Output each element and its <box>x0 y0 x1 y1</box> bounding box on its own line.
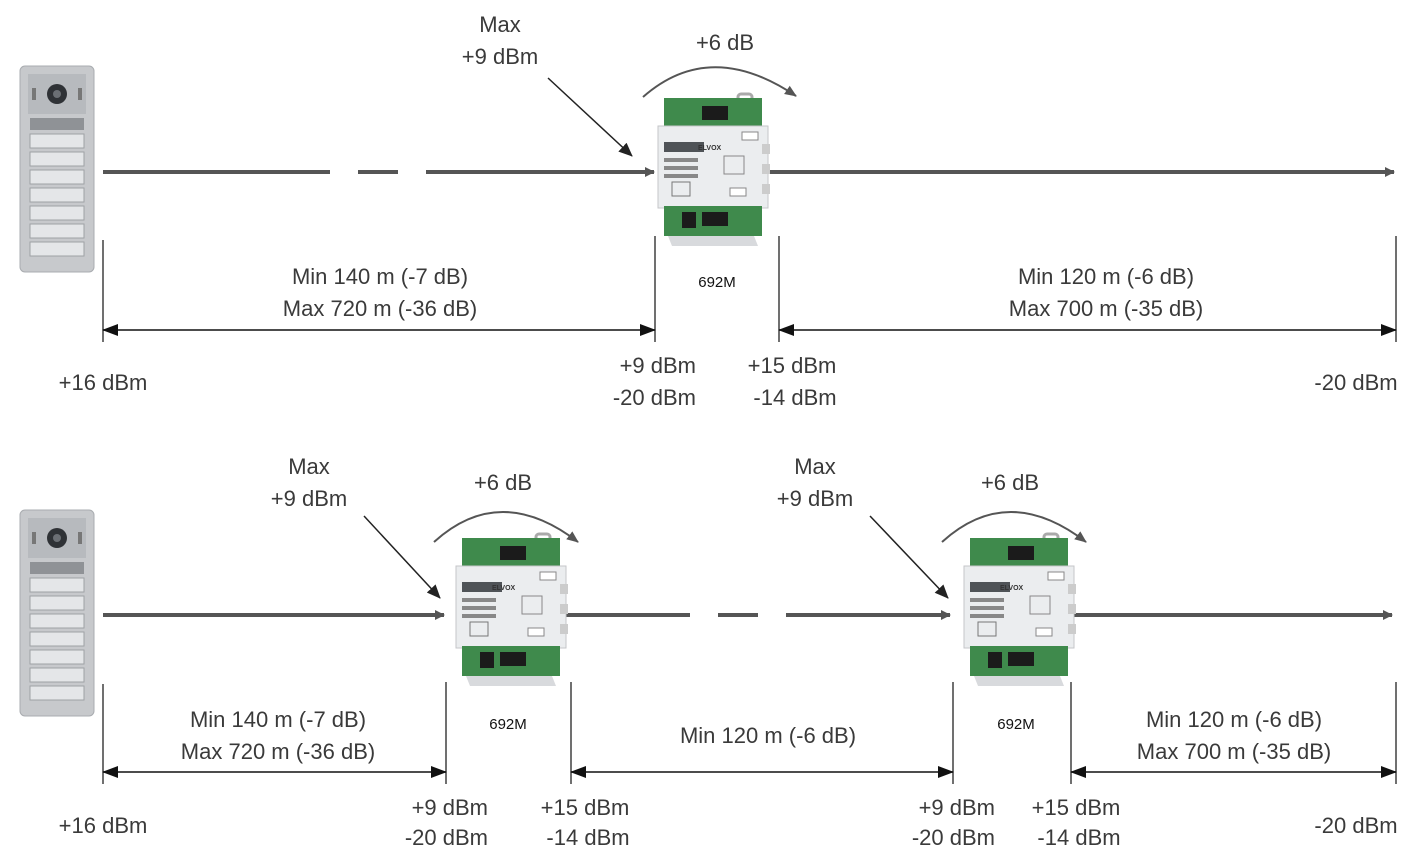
gain-arc <box>433 511 579 543</box>
segment-max-length: Max 720 m (-36 dB) <box>283 296 477 321</box>
segment-min-length: Min 120 m (-6 dB) <box>1146 707 1322 732</box>
output-max-level: +15 dBm <box>1032 795 1121 820</box>
source-level: +16 dBm <box>59 370 148 395</box>
segment-max-length: Max 700 m (-35 dB) <box>1137 739 1331 764</box>
segment-max-length: Max 720 m (-36 dB) <box>181 739 375 764</box>
source-level: +16 dBm <box>59 813 148 838</box>
amplifier-model-label: 692M <box>997 716 1035 733</box>
input-min-level: -20 dBm <box>613 385 696 410</box>
max-level-label: +9 dBm <box>777 486 853 511</box>
output-max-level: +15 dBm <box>541 795 630 820</box>
door-entry-panel <box>19 509 95 717</box>
output-min-level: -14 dBm <box>753 385 836 410</box>
input-max-level: +9 dBm <box>919 795 995 820</box>
amplifier-module-692m <box>454 532 570 688</box>
amplifier-model-label: 692M <box>698 274 736 291</box>
gain-label: +6 dB <box>474 470 532 495</box>
gain-arc <box>941 511 1087 543</box>
output-max-level: +15 dBm <box>748 353 837 378</box>
input-max-level: +9 dBm <box>412 795 488 820</box>
input-min-level: -20 dBm <box>912 825 995 850</box>
door-entry-panel <box>19 65 95 273</box>
max-label: Max <box>288 454 330 479</box>
max-pointer-arrow <box>547 77 633 157</box>
max-pointer-arrow <box>363 515 441 599</box>
max-label: Max <box>479 12 521 37</box>
segment-min-length: Min 120 m (-6 dB) <box>1018 264 1194 289</box>
segment-min-length: Min 140 m (-7 dB) <box>190 707 366 732</box>
module-brand: ELVOX <box>492 585 516 592</box>
gain-label: +6 dB <box>981 470 1039 495</box>
gain-label: +6 dB <box>696 30 754 55</box>
amplifier-model-label: 692M <box>489 716 527 733</box>
output-min-level: -14 dBm <box>1037 825 1120 850</box>
amplifier-module-692m <box>656 92 772 248</box>
output-min-level: -14 dBm <box>546 825 629 850</box>
module-brand: ELVOX <box>1000 585 1024 592</box>
amplifier-module-692m <box>962 532 1078 688</box>
module-brand: ELVOX <box>698 145 722 152</box>
input-max-level: +9 dBm <box>620 353 696 378</box>
segment-min-length: Min 120 m (-6 dB) <box>680 723 856 748</box>
end-level: -20 dBm <box>1314 370 1397 395</box>
segment-min-length: Min 140 m (-7 dB) <box>292 264 468 289</box>
max-level-label: +9 dBm <box>271 486 347 511</box>
segment-max-length: Max 700 m (-35 dB) <box>1009 296 1203 321</box>
end-level: -20 dBm <box>1314 813 1397 838</box>
max-level-label: +9 dBm <box>462 44 538 69</box>
max-label: Max <box>794 454 836 479</box>
gain-arc <box>642 66 797 98</box>
max-pointer-arrow <box>869 515 949 599</box>
input-min-level: -20 dBm <box>405 825 488 850</box>
